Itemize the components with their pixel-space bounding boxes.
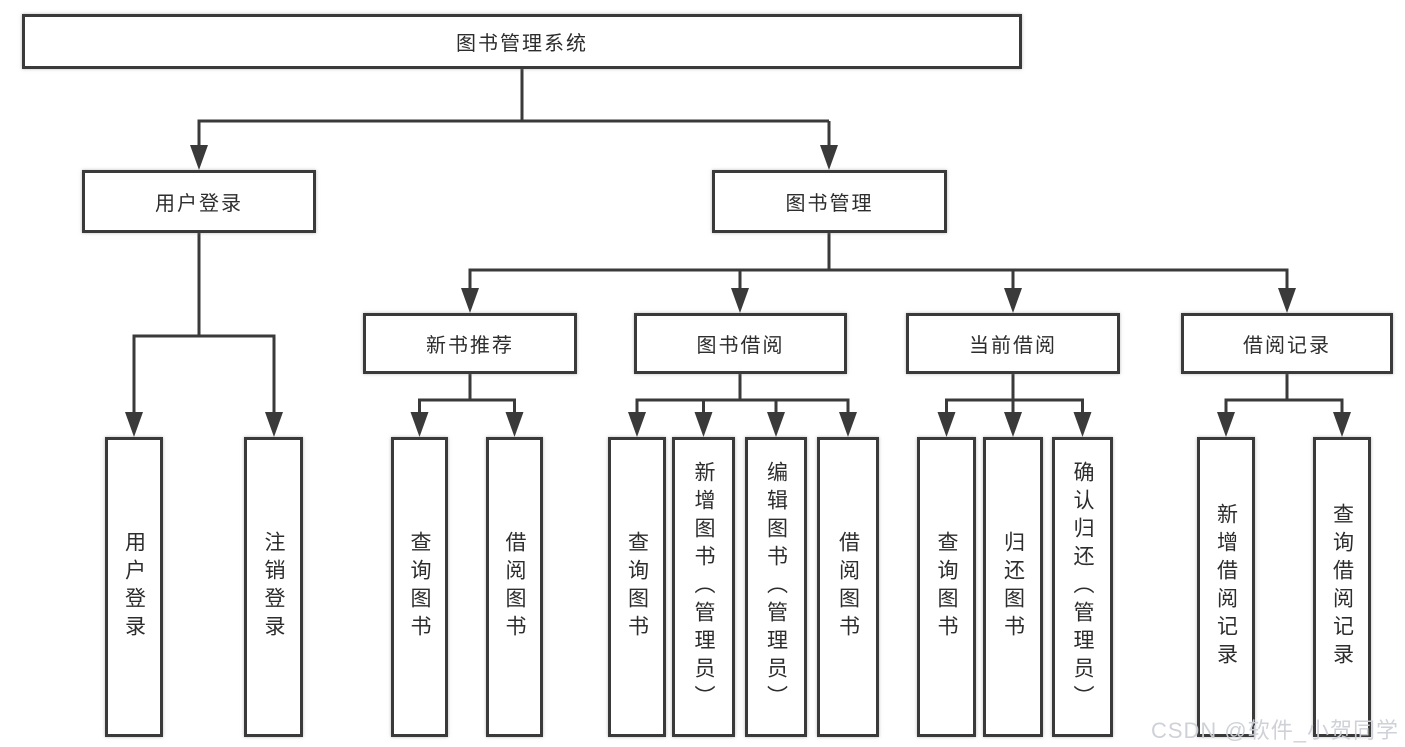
leaf-add-borrow-record-label: 新增借阅记录 bbox=[1214, 503, 1238, 671]
leaf-add-book-admin-label: 新增图书（管理员） bbox=[692, 461, 715, 713]
leaf-query-book-borrow: 查询图书 bbox=[608, 437, 666, 737]
leaf-return-book: 归还图书 bbox=[983, 437, 1043, 737]
node-borrow-records: 借阅记录 bbox=[1181, 313, 1393, 374]
connector-borrow-records-split bbox=[1224, 374, 1344, 413]
leaf-user-login-label: 用户登录 bbox=[122, 531, 146, 643]
leaf-query-book-recommend: 查询图书 bbox=[391, 437, 448, 737]
node-book-management-label: 图书管理 bbox=[785, 193, 874, 215]
leaf-query-book-current: 查询图书 bbox=[917, 437, 976, 737]
connector-book-borrow-split bbox=[635, 374, 850, 413]
node-user-login: 用户登录 bbox=[82, 170, 316, 233]
leaf-query-book-recommend-label: 查询图书 bbox=[408, 531, 431, 643]
connector-new-book-split bbox=[418, 374, 516, 413]
leaf-query-book-borrow-label: 查询图书 bbox=[625, 531, 649, 643]
leaf-borrow-book-recommend: 借阅图书 bbox=[486, 437, 543, 737]
node-current-borrow: 当前借阅 bbox=[906, 313, 1120, 374]
leaf-query-borrow-record: 查询借阅记录 bbox=[1313, 437, 1371, 737]
connector-book-management-split bbox=[468, 233, 1289, 290]
leaf-borrow-book-label: 借阅图书 bbox=[836, 531, 860, 643]
leaf-edit-book-admin-label: 编辑图书（管理员） bbox=[764, 461, 788, 713]
leaf-query-borrow-record-label: 查询借阅记录 bbox=[1330, 503, 1354, 671]
leaf-logout: 注销登录 bbox=[244, 437, 303, 737]
leaf-add-book-admin: 新增图书（管理员） bbox=[672, 437, 735, 737]
leaf-confirm-return-admin-label: 确认归还（管理员） bbox=[1071, 461, 1094, 713]
node-current-borrow-label: 当前借阅 bbox=[969, 335, 1057, 357]
node-book-borrow: 图书借阅 bbox=[634, 313, 847, 374]
leaf-return-book-label: 归还图书 bbox=[1001, 531, 1025, 643]
node-new-book-recommend-label: 新书推荐 bbox=[426, 335, 514, 357]
node-book-management: 图书管理 bbox=[712, 170, 947, 233]
leaf-user-login: 用户登录 bbox=[105, 437, 163, 737]
leaf-borrow-book-recommend-label: 借阅图书 bbox=[503, 531, 526, 643]
node-root-label: 图书管理系统 bbox=[456, 33, 588, 55]
node-borrow-records-label: 借阅记录 bbox=[1243, 335, 1331, 357]
connector-user-login-split bbox=[132, 233, 276, 413]
leaf-query-book-current-label: 查询图书 bbox=[935, 531, 958, 643]
connector-root-to-level2 bbox=[197, 68, 831, 146]
node-root: 图书管理系统 bbox=[22, 14, 1022, 69]
leaf-add-borrow-record: 新增借阅记录 bbox=[1197, 437, 1255, 737]
node-new-book-recommend: 新书推荐 bbox=[363, 313, 577, 374]
leaf-confirm-return-admin: 确认归还（管理员） bbox=[1052, 437, 1113, 737]
node-user-login-label: 用户登录 bbox=[155, 193, 243, 215]
node-book-borrow-label: 图书借阅 bbox=[696, 335, 785, 357]
leaf-borrow-book: 借阅图书 bbox=[817, 437, 879, 737]
connector-current-borrow-split bbox=[945, 374, 1084, 413]
leaf-edit-book-admin: 编辑图书（管理员） bbox=[745, 437, 807, 737]
leaf-logout-label: 注销登录 bbox=[262, 531, 285, 643]
csdn-watermark: CSDN @软件_小贺同学 bbox=[1150, 718, 1399, 743]
